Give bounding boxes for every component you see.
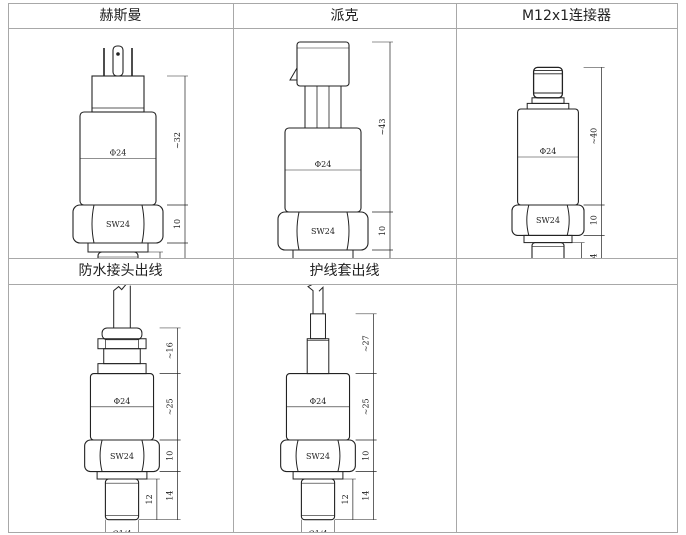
flange	[292, 249, 354, 258]
table-divider	[8, 284, 678, 285]
table-divider	[8, 258, 678, 259]
top-height-dimension: ~16	[166, 342, 175, 359]
header-packard: 派克	[330, 8, 359, 24]
cable	[113, 285, 131, 328]
hex-face-lines	[295, 439, 341, 472]
hex-label: SW24	[106, 220, 130, 229]
sensor-drawing-gland: Φ24SW24G1/4 ~16 ~25 10 14 12	[8, 285, 233, 532]
connector-pin	[112, 45, 124, 77]
top-height-dimension: ~40	[590, 128, 599, 145]
connector-base	[531, 97, 565, 104]
hex-face-lines	[296, 211, 350, 251]
table-divider	[233, 3, 234, 533]
thread	[97, 251, 139, 258]
header-cable-sleeve: 护线套出线	[309, 263, 380, 279]
hex-label: SW24	[311, 227, 335, 236]
thread-size-label: G1/4	[308, 530, 327, 532]
header-empty	[456, 259, 677, 284]
hex-face-lines	[91, 204, 145, 244]
thread	[531, 242, 565, 258]
hex-face-lines	[99, 439, 145, 472]
hex-height-dimension: 10	[362, 451, 371, 461]
thread-length-dimension: 12	[145, 494, 154, 504]
hex-label: SW24	[110, 452, 134, 461]
connector-latch	[289, 67, 298, 81]
table-divider	[456, 3, 457, 533]
gland-nut	[97, 363, 147, 375]
diameter-label: Φ24	[540, 147, 557, 156]
sensor-drawing-hirschmann: Φ24SW24G1/4~32101412	[8, 29, 233, 258]
flange	[87, 242, 149, 253]
top-height-dimension: ~27	[362, 335, 371, 352]
connector-base	[526, 102, 570, 110]
diameter-label: Φ24	[110, 149, 127, 158]
table-border-bottom	[8, 532, 678, 533]
flange	[523, 234, 573, 244]
header-hirschmann: 赫斯曼	[99, 8, 142, 24]
table-border-right	[677, 3, 678, 533]
gland-neck	[103, 348, 141, 365]
cable-sleeve	[306, 338, 330, 375]
hex-label: SW24	[536, 216, 560, 225]
sensor-drawing-packard: Φ24SW24G1/4~43101412	[233, 29, 456, 258]
flange	[96, 471, 148, 480]
diameter-label: Φ24	[114, 397, 131, 406]
gland-cap	[101, 327, 143, 341]
diameter-label: Φ24	[315, 160, 332, 169]
table-border-top	[8, 3, 678, 4]
hex-face-lines	[526, 204, 570, 236]
thread-length-dimension: 12	[341, 494, 350, 504]
top-height-dimension: ~43	[378, 119, 387, 136]
m12-plug	[532, 66, 564, 99]
top-height-dimension: ~32	[173, 132, 182, 149]
hex-height-dimension: 10	[173, 219, 182, 229]
hex-height-dimension: 10	[590, 215, 599, 225]
flange	[292, 471, 344, 480]
lower-height-dimension: 14	[590, 254, 599, 258]
hex-height-dimension: 10	[378, 226, 387, 236]
table-divider	[8, 28, 678, 29]
body-height-dimension: ~25	[166, 398, 175, 415]
connector-housing	[91, 75, 145, 113]
hex-height-dimension: 10	[166, 451, 175, 461]
sensor-drawing-sleeve: Φ24SW24G1/4 ~27 ~25 10 14 12	[233, 285, 456, 532]
lower-height-dimension: 14	[362, 491, 371, 501]
body-height-dimension: ~25	[362, 398, 371, 415]
thread-length-dimension: 12	[570, 257, 579, 258]
pin-hole	[116, 52, 120, 56]
thread	[104, 478, 140, 521]
thread-size-label: G1/4	[112, 530, 131, 532]
connector-stems	[304, 85, 342, 129]
sensor-drawing-m12: Φ24SW24G1/4~40101412	[456, 29, 677, 258]
cable-sleeve	[310, 313, 326, 340]
hex-label: SW24	[306, 452, 330, 461]
lower-height-dimension: 14	[166, 491, 175, 501]
header-m12-connector: M12x1连接器	[521, 8, 612, 24]
connector-housing	[296, 41, 350, 87]
cable	[307, 285, 324, 314]
diameter-label: Φ24	[310, 397, 327, 406]
table-border-left	[8, 3, 9, 533]
thread	[300, 478, 336, 521]
header-waterproof-gland: 防水接头出线	[78, 263, 163, 279]
gland-nut	[97, 338, 147, 350]
